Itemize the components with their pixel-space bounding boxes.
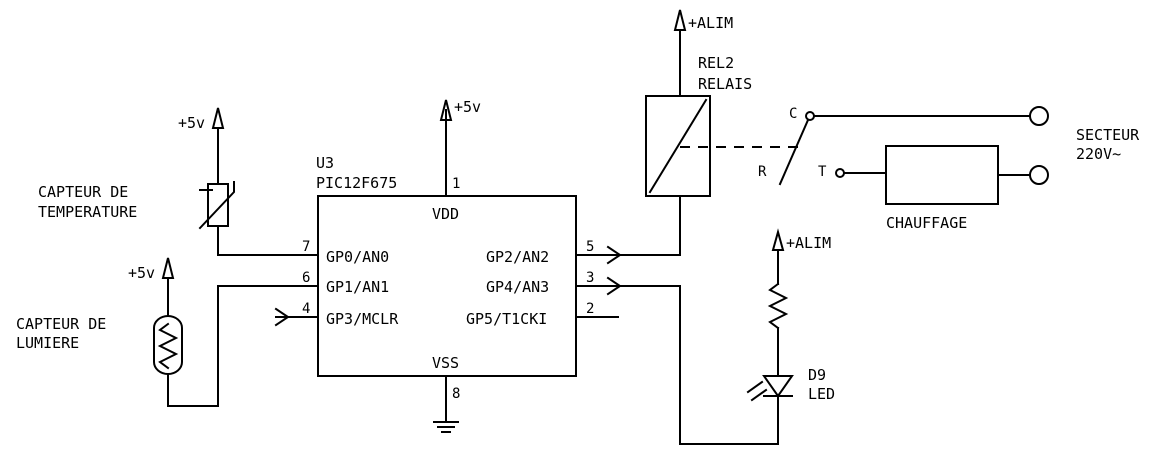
ic-pin-3-number: 3 bbox=[586, 270, 594, 286]
power-arrow-icon bbox=[771, 228, 785, 251]
mains-terminal-icon bbox=[1029, 106, 1049, 126]
vdd-supply-label: +5v bbox=[454, 98, 481, 116]
ic-pin-gp4-name: GP4/AN3 bbox=[486, 278, 549, 296]
heater-load: CHAUFFAGE bbox=[885, 145, 1031, 232]
ic-ref-label: U3 bbox=[316, 154, 334, 172]
relay-contact-r-label: R bbox=[758, 164, 767, 180]
power-arrow-icon bbox=[439, 99, 453, 121]
light-sensor-label-line2: LUMIERE bbox=[16, 334, 79, 352]
relay-contact-t bbox=[835, 168, 845, 178]
relay-ref-label: REL2 bbox=[698, 54, 734, 72]
resistor-icon bbox=[767, 282, 789, 330]
temperature-sensor: +5v CAPTEUR DE TEMPERATURE bbox=[38, 107, 319, 256]
ic-pin-1-number: 1 bbox=[452, 176, 460, 192]
ic-pin-gp0-name: GP0/AN0 bbox=[326, 248, 389, 266]
gp2-output bbox=[575, 195, 681, 265]
ic-pin-8-number: 8 bbox=[452, 386, 460, 402]
relay-name-label: RELAIS bbox=[698, 75, 752, 93]
led-branch: +ALIM D9 LED bbox=[746, 228, 835, 445]
relay-supply-label: +ALIM bbox=[688, 14, 733, 32]
output-arrow-icon bbox=[606, 245, 622, 265]
input-arrow-icon bbox=[274, 307, 290, 327]
mains-terminals: SECTEUR 220V~ bbox=[1029, 106, 1140, 185]
ic-vdd-label: VDD bbox=[432, 205, 459, 223]
mains-terminal-icon bbox=[1029, 165, 1049, 185]
ic-pin-6-number: 6 bbox=[302, 270, 310, 286]
mclr-input bbox=[274, 307, 319, 327]
temp-sensor-label-line1: CAPTEUR DE bbox=[38, 183, 128, 201]
light-ray-icon bbox=[746, 380, 764, 394]
relay-contact-c bbox=[805, 111, 815, 121]
light-sensor-label-line1: CAPTEUR DE bbox=[16, 315, 106, 333]
light-supply-label: +5v bbox=[128, 264, 155, 282]
ic-pin-gp2-name: GP2/AN2 bbox=[486, 248, 549, 266]
heater-icon bbox=[885, 145, 999, 205]
relay-coil-icon bbox=[645, 95, 711, 197]
heater-label: CHAUFFAGE bbox=[886, 214, 967, 232]
ic-u3: U3 PIC12F675 VDD VSS GP0/AN0 GP1/AN1 GP3… bbox=[302, 154, 594, 402]
led-name-label: LED bbox=[808, 385, 835, 403]
relay-switch-arm bbox=[778, 118, 810, 186]
temp-supply-label: +5v bbox=[178, 114, 205, 132]
relay: +ALIM REL2 RELAIS C R T bbox=[645, 9, 1031, 197]
led-icon bbox=[762, 375, 794, 398]
ic-pin-5-number: 5 bbox=[586, 239, 594, 255]
gp4-output bbox=[575, 276, 779, 445]
relay-contact-t-label: T bbox=[818, 164, 827, 180]
output-arrow-icon bbox=[606, 276, 622, 296]
ic-pin-4-number: 4 bbox=[302, 301, 310, 317]
ic-pin-gp5-name: GP5/T1CKI bbox=[466, 310, 547, 328]
ic-pin-7-number: 7 bbox=[302, 239, 310, 255]
ic-pin-gp1-name: GP1/AN1 bbox=[326, 278, 389, 296]
ground bbox=[433, 375, 459, 433]
ic-part-label: PIC12F675 bbox=[316, 174, 397, 192]
vdd-supply: +5v bbox=[439, 98, 481, 197]
led-supply-label: +ALIM bbox=[786, 234, 831, 252]
power-arrow-icon bbox=[211, 107, 225, 129]
relay-contact-c-label: C bbox=[789, 106, 797, 122]
temp-sensor-label-line2: TEMPERATURE bbox=[38, 203, 137, 221]
power-arrow-icon bbox=[161, 257, 175, 279]
power-arrow-icon bbox=[673, 9, 687, 31]
mains-label-line1: SECTEUR bbox=[1076, 126, 1140, 144]
ic-pin-gp3-name: GP3/MCLR bbox=[326, 310, 399, 328]
ic-vss-label: VSS bbox=[432, 354, 459, 372]
led-ref-label: D9 bbox=[808, 366, 826, 384]
mains-label-line2: 220V~ bbox=[1076, 145, 1121, 163]
light-sensor: +5v CAPTEUR DE LUMIERE bbox=[16, 257, 319, 407]
ic-pin-2-number: 2 bbox=[586, 301, 594, 317]
